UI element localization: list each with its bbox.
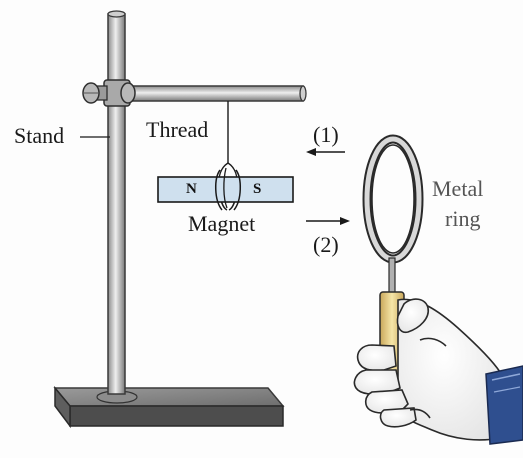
thread-label: Thread: [146, 117, 209, 142]
stand-pole: [107, 10, 126, 395]
south-pole-label: S: [253, 181, 262, 197]
magnet-label: Magnet: [188, 211, 256, 236]
arrow-1-label: (1): [313, 122, 339, 147]
metal-ring-label-line1: Metal: [432, 176, 484, 201]
stand-label: Stand: [14, 123, 65, 148]
arrow-2-toward-ring: [306, 217, 350, 225]
stand-clamp: [82, 79, 136, 107]
stand-arm: [117, 85, 307, 102]
arrow-1-toward-magnet: [306, 148, 345, 156]
bar-magnet: [157, 167, 294, 211]
sleeve-cuff: [485, 365, 523, 445]
metal-ring-label-line2: ring: [445, 206, 481, 231]
north-pole-label: N: [186, 181, 197, 197]
arrow-2-label: (2): [313, 232, 339, 257]
stand-base: [53, 385, 285, 429]
metal-ring: [362, 134, 424, 297]
hand: [353, 298, 501, 441]
